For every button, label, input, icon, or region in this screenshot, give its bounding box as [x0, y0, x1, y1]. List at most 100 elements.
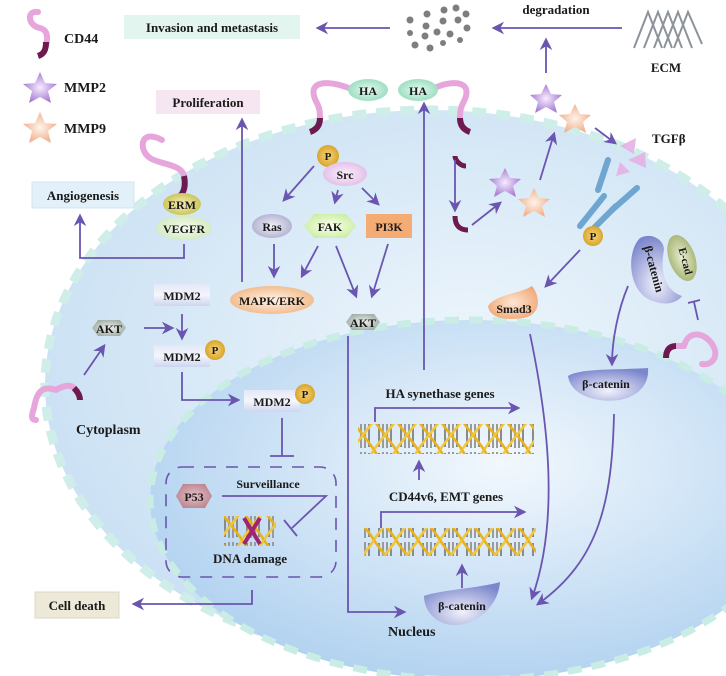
ha-left-label: HA [359, 84, 377, 98]
p53-surveillance-box [165, 466, 337, 578]
akt-center-label: AKT [350, 316, 376, 330]
phospho-mdm2-nuclear-label: P [302, 389, 309, 401]
tgfb-label: TGFβ [652, 131, 686, 146]
p53-node [176, 484, 212, 508]
proliferation-box [156, 90, 260, 114]
ecm-label: ECM [651, 60, 681, 75]
phospho-mdm2-nuclear [295, 384, 315, 404]
mapk-erk-node [230, 286, 314, 314]
mdm2-top-label: MDM2 [163, 289, 200, 303]
vegfr-label: VEGFR [163, 222, 205, 236]
ha-synthase-dna-icon [358, 424, 534, 454]
phospho-receptor-label: P [590, 231, 597, 243]
arrow-fak-to-akt [335, 245, 359, 299]
b-catenin-membrane-node [631, 235, 682, 304]
invasion-label: Invasion and metastasis [146, 20, 278, 35]
mmp2-star-intracellular [489, 168, 521, 197]
pi3k-label: PI3K [375, 220, 403, 234]
arrow-cyto-to-nuclear-bcatenin [535, 413, 615, 606]
ha-synthase-genes-label: HA synethase genes [385, 386, 494, 401]
cd44-receptor-right-edge [663, 331, 719, 368]
cell-death-box [34, 591, 120, 619]
degradation-label: degradation [522, 2, 590, 17]
legend-label-mmp2: MMP2 [64, 81, 106, 96]
arrow-to-cell-death [131, 590, 253, 611]
legend: CD44 MMP2 MMP9 [23, 8, 106, 143]
nucleus-label: Nucleus [388, 625, 436, 640]
arrow-src-to-fak [331, 189, 344, 205]
arrow-receptor-to-smad3 [544, 249, 581, 288]
arrow-emt-transcription [380, 505, 527, 528]
p53-label: P53 [184, 490, 203, 504]
smad3-node [488, 286, 538, 319]
erm-node [163, 193, 201, 215]
nuclear-membrane [146, 316, 726, 676]
arrow-vegfr-to-angiogenesis [73, 213, 185, 259]
smad3-label: Smad3 [496, 302, 531, 316]
invasion-box [124, 15, 300, 39]
cd44-receptor-left [308, 80, 357, 135]
arrow-pi3k-to-akt [368, 243, 389, 299]
cd44v6-emt-genes-label: CD44v6, EMT genes [389, 489, 503, 504]
b-catenin-nuclear-label: β-catenin [438, 599, 486, 613]
cell-death-label: Cell death [49, 598, 106, 613]
legend-label-mmp9: MMP9 [64, 122, 106, 137]
phospho-cd44 [317, 145, 339, 167]
arrow-cd44-to-akt [83, 343, 106, 376]
ha-right [398, 79, 438, 101]
mmp9-star-intracellular [518, 188, 550, 217]
arrow-mmp9-to-tgfb [594, 127, 618, 145]
emt-genes-dna-icon [364, 528, 536, 556]
arrow-ha-synthase-transcription [374, 401, 521, 422]
fak-label: FAK [318, 220, 343, 234]
ras-node [252, 214, 292, 238]
cytoplasm-label: Cytoplasm [76, 423, 141, 438]
arrow-src-to-pi3k [361, 187, 380, 206]
mmp9-star-extracellular [559, 104, 591, 133]
cd44-receptor-bottom-left [29, 382, 83, 423]
angiogenesis-box [31, 181, 135, 209]
inhibit-cd44-ecad-bar [687, 299, 701, 304]
ha-left [348, 79, 388, 101]
cd44-receptor-icon [27, 8, 51, 59]
arrow-smad3-to-nucleus [529, 333, 550, 601]
mdm2-top-node [154, 284, 210, 306]
cd44-receptor-right [427, 80, 472, 135]
ha-right-label: HA [409, 84, 427, 98]
cd44-internalized-fragment [452, 215, 469, 233]
inhibit-p53-dna-damage [222, 495, 329, 529]
mdm2-nuclear-node [244, 390, 300, 412]
cd44-cleaved-fragment [452, 155, 467, 169]
arrow-src-to-ras [282, 165, 315, 202]
mmp2-star-icon [23, 72, 57, 103]
phospho-cd44-label: P [325, 151, 332, 163]
akt-left-node [92, 320, 126, 336]
dna-damage-x-icon [242, 516, 262, 546]
tgfb-ligand-icon [616, 138, 646, 176]
arrow-fak-to-mapk [300, 245, 319, 279]
mapk-erk-label: MAPK/ERK [239, 294, 306, 308]
vegfr-node [156, 216, 212, 240]
ecm-fibers-icon [633, 9, 703, 49]
b-catenin-nuclear-node [424, 582, 500, 626]
proliferation-label: Proliferation [172, 95, 244, 110]
akt-left-label: AKT [96, 322, 122, 336]
arrow-mdm2-to-nucleus [181, 372, 241, 407]
arrow-mmp-secretion [539, 131, 558, 181]
mmp9-star-icon [23, 112, 57, 143]
phospho-receptor [583, 226, 603, 246]
arrow-cd44-to-mmps [471, 201, 502, 226]
arrow-akt-to-nuclear-bcatenin [347, 336, 407, 619]
src-node [323, 162, 367, 186]
mmp2-star-extracellular [530, 84, 562, 113]
mdm2-nuclear-label: MDM2 [253, 395, 290, 409]
angiogenesis-label: Angiogenesis [47, 188, 119, 203]
inhibit-cd44-ecad-line [693, 301, 699, 321]
erm-label: ERM [168, 198, 196, 212]
mdm2-mid-label: MDM2 [163, 350, 200, 364]
surveillance-label: Surveillance [236, 477, 300, 491]
dna-damage-label: DNA damage [213, 551, 287, 566]
phospho-mdm2-mid-label: P [212, 345, 219, 357]
inhibit-p53-dna-damage-bar [283, 519, 298, 537]
